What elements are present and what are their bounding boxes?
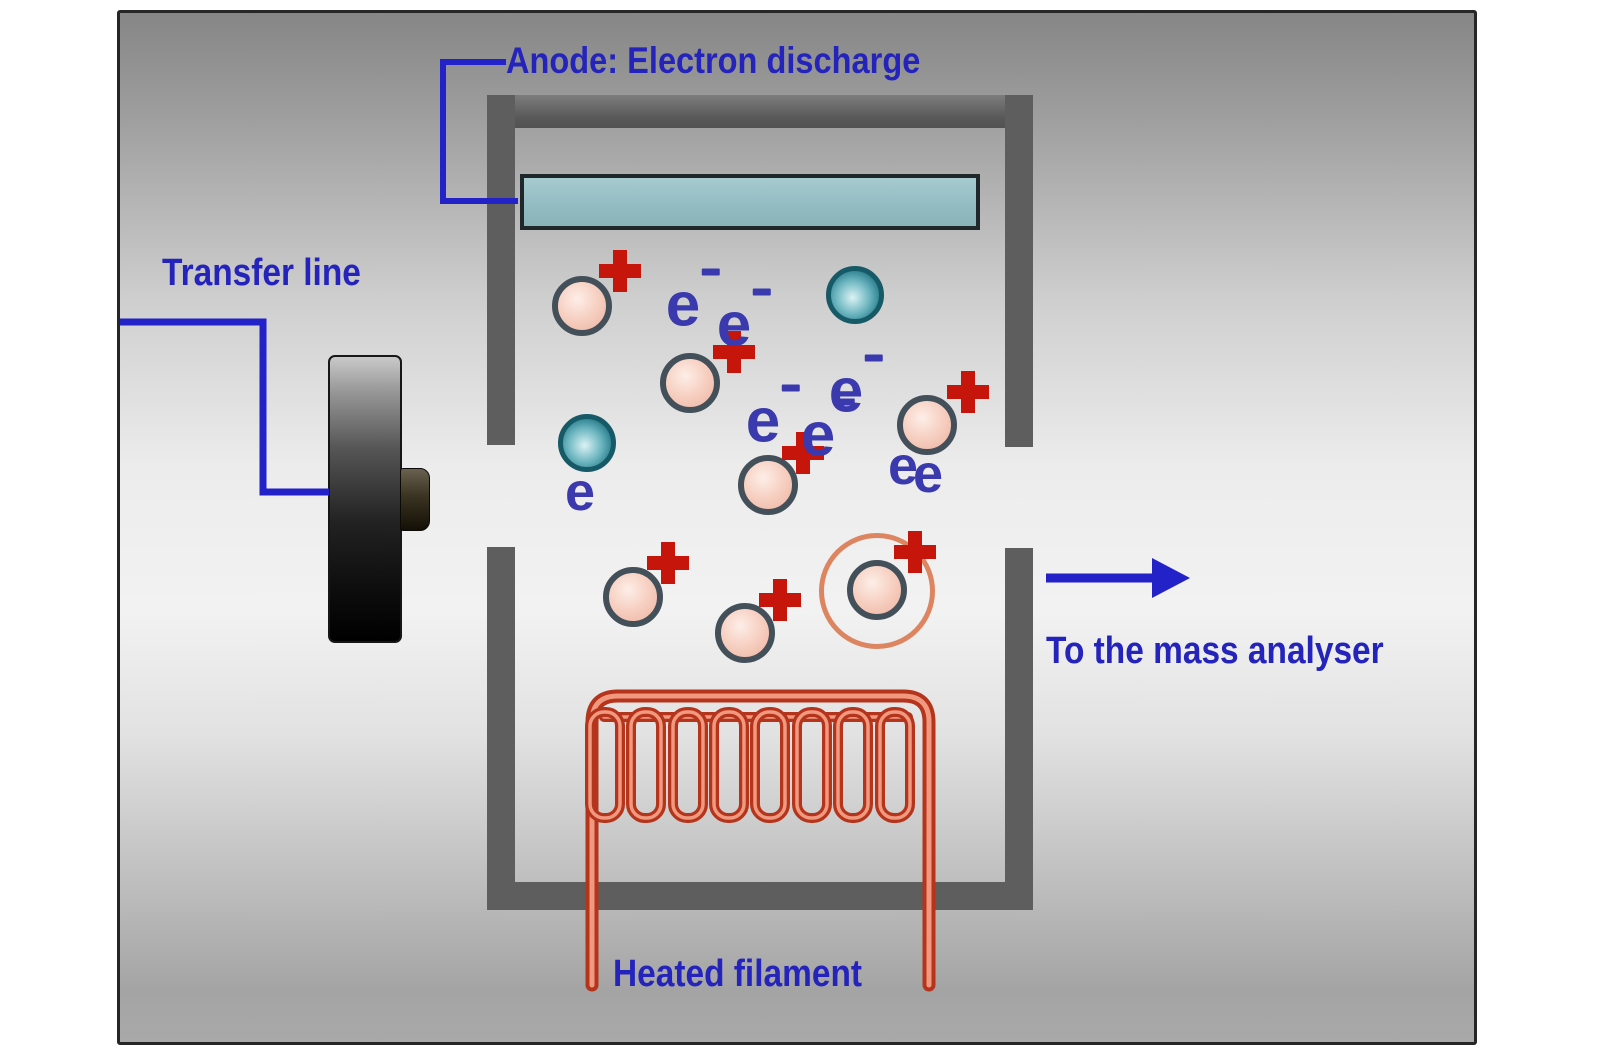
chamber-right-wall-upper bbox=[1005, 95, 1033, 447]
transfer-line-cylinder bbox=[328, 355, 402, 643]
chamber-left-wall-lower bbox=[487, 547, 515, 910]
transfer-line-nozzle bbox=[400, 468, 430, 531]
chamber-top-wall bbox=[487, 95, 1033, 128]
plus-charge-icon bbox=[894, 531, 936, 573]
chamber-bottom-wall bbox=[487, 882, 1033, 910]
plus-charge-icon bbox=[599, 250, 641, 292]
electron-symbol: e bbox=[829, 354, 884, 423]
electron-minus-sign bbox=[702, 268, 721, 276]
chamber-right-wall-lower bbox=[1005, 548, 1033, 910]
positive-ion bbox=[738, 455, 798, 515]
positive-ion bbox=[897, 395, 957, 455]
plus-charge-icon bbox=[782, 432, 824, 474]
transfer-line-label: Transfer line bbox=[162, 252, 361, 294]
electron-symbol: e bbox=[564, 461, 596, 522]
positive-ion bbox=[847, 560, 907, 620]
positive-ion bbox=[552, 276, 612, 336]
mass-analyser-label: To the mass analyser bbox=[1046, 630, 1384, 672]
electron-minus-sign bbox=[782, 384, 801, 392]
plus-charge-icon bbox=[713, 331, 755, 373]
electron-minus-sign bbox=[837, 398, 856, 406]
electron-symbol: e bbox=[801, 398, 856, 467]
plus-charge-icon bbox=[947, 371, 989, 413]
electron-symbol: e bbox=[666, 268, 721, 337]
plus-charge-icon bbox=[759, 579, 801, 621]
chamber-left-wall-upper bbox=[487, 95, 515, 445]
ionized-molecule-ring bbox=[819, 533, 935, 649]
electron-symbol: e bbox=[746, 384, 801, 453]
electron-minus-sign bbox=[865, 354, 884, 362]
neutral-molecule bbox=[826, 266, 884, 324]
electron-symbol: e bbox=[887, 435, 919, 496]
heated-filament-label: Heated filament bbox=[613, 953, 863, 995]
anode-plate bbox=[520, 174, 980, 230]
neutral-molecule bbox=[558, 414, 616, 472]
electron-minus-sign bbox=[753, 288, 772, 296]
positive-ion bbox=[603, 567, 663, 627]
electron-symbol: e bbox=[717, 288, 772, 357]
electron-symbol: e bbox=[912, 443, 944, 504]
positive-ion bbox=[660, 353, 720, 413]
plus-charge-icon bbox=[647, 542, 689, 584]
positive-ion bbox=[715, 603, 775, 663]
anode-label: Anode: Electron discharge bbox=[506, 40, 921, 81]
